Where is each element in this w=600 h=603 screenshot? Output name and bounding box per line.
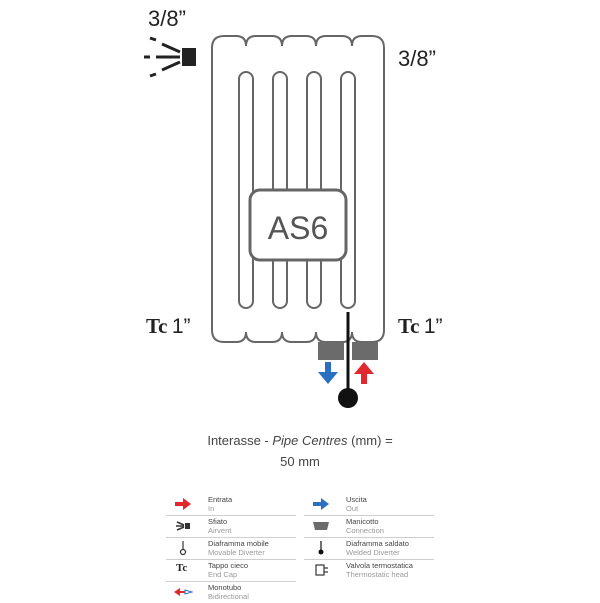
legend-label-en: Thermostatic head: [346, 570, 409, 579]
legend-label-en: Movable Diverter: [208, 548, 265, 557]
legend-label-en: In: [208, 504, 215, 513]
legend-item: Diaframma saldato Welded Diverter: [304, 538, 434, 560]
legend-label-it: Monotubo: [208, 583, 242, 592]
centres-unit: (mm) =: [347, 433, 393, 448]
legend-item: Sfiato Airvent: [166, 516, 296, 538]
legend-label-it: Uscita: [346, 495, 367, 504]
model-box: [248, 188, 348, 262]
legend-label-en: Airvent: [208, 526, 232, 535]
end-cap-code: Tc: [398, 314, 420, 338]
legend-item: Valvola termostatica Thermostatic head: [304, 560, 434, 581]
end-cap-icon: Tc: [176, 562, 188, 574]
welded-diverter-icon: [318, 541, 324, 555]
blue-arrow-right-icon: [313, 498, 329, 510]
legend-label-en: Connection: [346, 526, 384, 535]
legend-label-it: Valvola termostatica: [346, 561, 413, 570]
legend-item: Tc Tappo cieco End Cap: [166, 560, 296, 582]
legend-label-it: Diaframma saldato: [346, 539, 409, 548]
bottom-right-label: Tc 1”: [398, 314, 443, 339]
outlet-connector: [318, 342, 344, 360]
legend-label-it: Diaframma mobile: [208, 539, 269, 548]
legend-label-it: Sfiato: [208, 517, 228, 526]
legend-label-en: Out: [346, 504, 359, 513]
top-left-size-label: 3/8”: [148, 6, 186, 31]
bottom-left-label: Tc 1”: [146, 314, 191, 339]
pipe-centres-value: 50 mm: [280, 454, 320, 469]
legend-left-column: Entrata In Sfiato Airvent Diaframma mobi…: [166, 494, 296, 603]
legend-item: Diaframma mobile Movable Diverter: [166, 538, 296, 560]
legend-label-it: Entrata: [208, 495, 233, 504]
legend-item: Uscita Out: [304, 494, 434, 516]
airvent-icon: [144, 36, 196, 78]
welded-diverter-ball: [338, 388, 358, 408]
legend-item: Entrata In: [166, 494, 296, 516]
legend-label-en: Welded Diverter: [346, 548, 400, 557]
inlet-connector: [352, 342, 378, 360]
centres-separator: -: [260, 433, 273, 448]
red-arrow-right-icon: [175, 498, 191, 510]
bottom-right-size: 1”: [423, 315, 443, 338]
bottom-left-size: 1”: [171, 315, 191, 338]
legend-item: Monotubo Bidirectional: [166, 582, 296, 603]
inlet-arrow-icon: [354, 362, 374, 384]
airvent-icon: [176, 521, 190, 531]
legend-item: Manicotto Connection: [304, 516, 434, 538]
connection-icon: [313, 522, 329, 530]
pipe-centres-label: Interasse - Pipe Centres (mm) =: [0, 430, 600, 451]
centres-label-it: Interasse: [207, 433, 261, 448]
thermostatic-head-icon: [315, 564, 328, 576]
end-cap-code: Tc: [146, 314, 168, 338]
movable-diverter-icon: [179, 541, 187, 555]
bidirectional-arrow-icon: [174, 588, 194, 596]
legend-right-column: Uscita Out Manicotto Connection Diaframm…: [304, 494, 434, 581]
outlet-arrow-icon: [318, 362, 338, 384]
legend-label-en: Bidirectional: [208, 592, 249, 601]
top-right-size-label: 3/8”: [398, 46, 436, 71]
centres-label-en: Pipe Centres: [272, 433, 348, 448]
legend-label-en: End Cap: [208, 570, 238, 579]
legend-label-it: Tappo cieco: [208, 561, 249, 570]
legend-label-it: Manicotto: [346, 517, 379, 526]
pipe-centres-text: Interasse - Pipe Centres (mm) = 50 mm: [0, 430, 600, 472]
model-label: AS6: [267, 209, 329, 246]
